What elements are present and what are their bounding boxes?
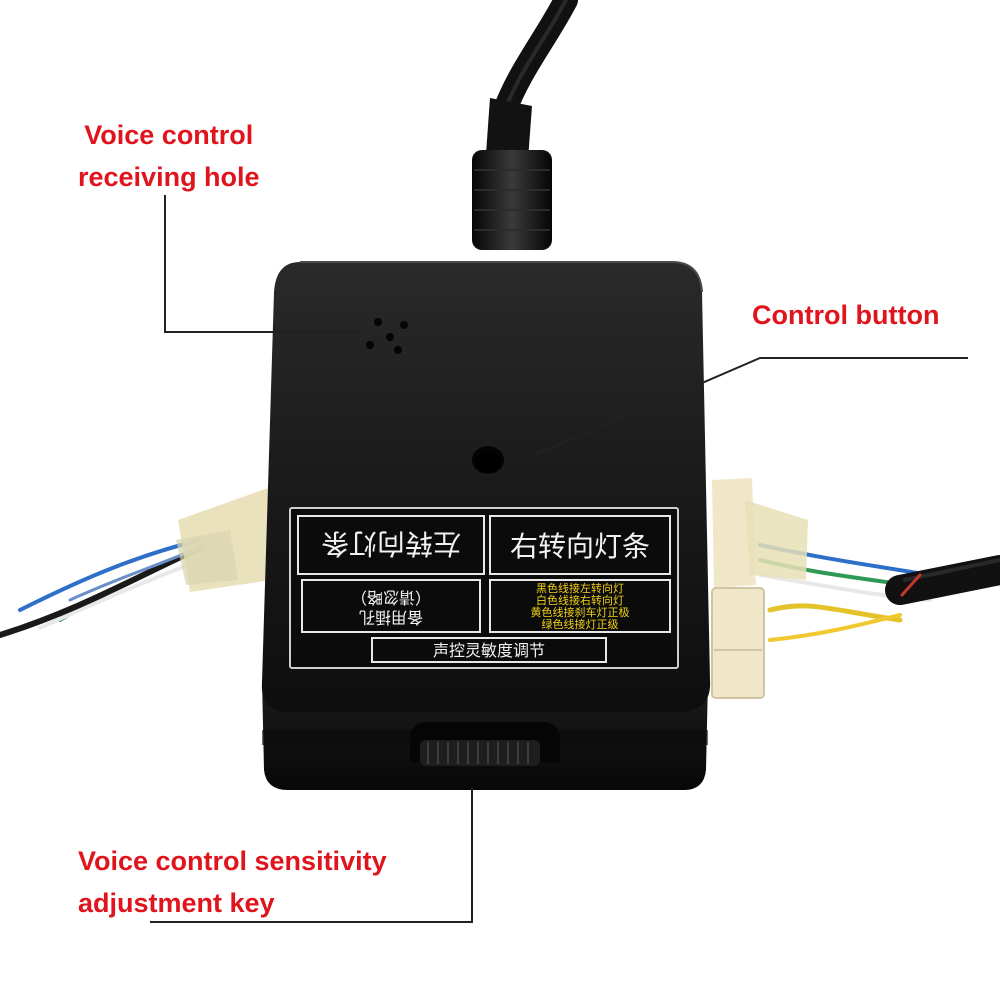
leader-line-sensitivity xyxy=(150,788,473,923)
wiring-note-box xyxy=(489,579,671,633)
spare-hole-box xyxy=(301,579,481,633)
wiring-note-line4: 绿色线接灯正级 xyxy=(542,617,619,631)
left-tape xyxy=(176,488,272,592)
voice-control-receiving-hole xyxy=(366,318,408,354)
spare-hole-line2: （请忽略） xyxy=(351,588,431,607)
right-connector xyxy=(711,587,765,699)
sensitivity-label-box xyxy=(371,637,607,663)
leader-line-control-button xyxy=(534,357,968,456)
callout-voice-control-receiving-hole: Voice control receiving hole xyxy=(78,114,260,198)
callout-sensitivity-line2: adjustment key xyxy=(78,888,275,918)
left-turn-box xyxy=(297,515,485,575)
wiring-note-line2: 白色线接右转向灯 xyxy=(536,593,624,607)
leader-line-voice-hole xyxy=(164,195,362,333)
right-turn-strip-label: 右转向灯条 xyxy=(510,530,650,563)
wiring-note-line1: 黑色线接左转向灯 xyxy=(536,581,624,595)
left-turn-strip-label: 左转向灯条 xyxy=(321,527,461,560)
callout-control-button: Control button xyxy=(752,294,939,336)
label-panel: 左转向灯条 右转向灯条 备用插孔 （请忽略） 黑色线接左转向灯 白色线接右转向灯… xyxy=(289,507,679,669)
callout-sensitivity-line1: Voice control sensitivity xyxy=(78,846,387,876)
callout-sensitivity-adjustment-key: Voice control sensitivity adjustment key xyxy=(78,840,387,924)
right-wires xyxy=(758,543,1000,642)
right-turn-box xyxy=(489,515,671,575)
sensitivity-adjust-label: 声控灵敏度调节 xyxy=(433,641,545,660)
left-wires xyxy=(0,538,207,638)
sensitivity-adjustment-key[interactable] xyxy=(410,722,560,766)
wiring-note-line3: 黄色线接刹车灯正极 xyxy=(531,605,630,619)
right-tape xyxy=(712,478,808,588)
callout-voice-hole-line1: Voice control xyxy=(84,120,254,150)
control-button[interactable] xyxy=(472,446,504,474)
spare-hole-line1: 备用插孔 xyxy=(359,608,423,627)
callout-control-button-label: Control button xyxy=(752,300,940,330)
leader-lines xyxy=(150,195,968,923)
callout-voice-hole-line2: receiving hole xyxy=(78,162,260,192)
power-cable xyxy=(472,0,578,250)
